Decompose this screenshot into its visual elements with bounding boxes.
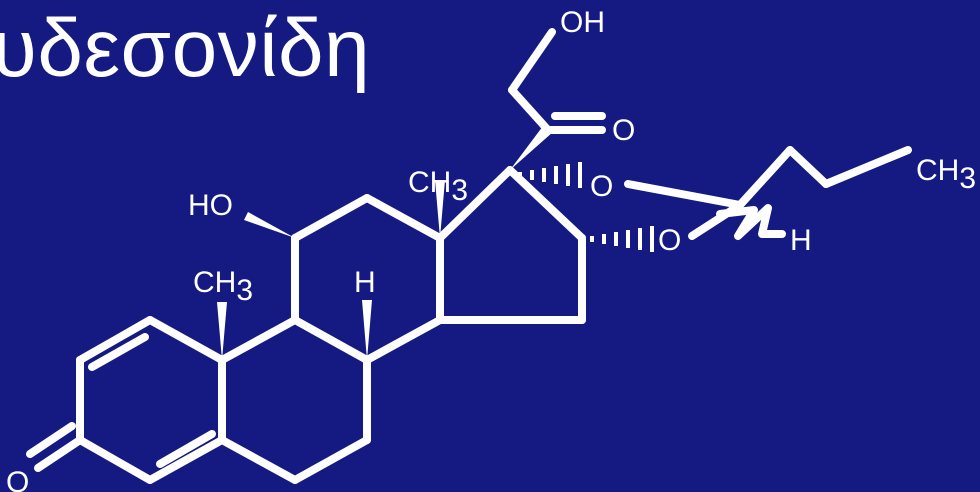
wedge-c11-oh: [244, 212, 295, 238]
bond-c1-c2-double: [88, 333, 149, 371]
bond-chain-3: [822, 146, 912, 188]
bond-c12-c13: [363, 194, 444, 242]
bond-c3-o-double: [26, 422, 76, 458]
bond-c10-c1: [146, 316, 226, 364]
bond-chain-2: [786, 146, 830, 188]
bond-c13-c17: [436, 166, 514, 242]
label-ch3-chain: CH3: [916, 154, 976, 195]
label-h-acetal: H: [790, 224, 812, 257]
wedge-c10-ch3: [217, 302, 227, 360]
wedge-c17-c20: [510, 126, 553, 170]
label-o-c3: O: [6, 466, 29, 492]
label-ch3-c18: CH3: [408, 166, 468, 207]
bond-o17-cacetal: [624, 180, 744, 209]
bond-c21-oh: [508, 28, 556, 94]
wedge-c13-ch3: [435, 180, 445, 238]
bond-chain-1: [736, 146, 794, 209]
label-oh-top: OH: [560, 6, 605, 39]
bond-c3-o: [34, 436, 84, 472]
hash-c16-o: [590, 226, 654, 252]
bond-c17-c16: [506, 166, 586, 242]
wavy-bond-acetal-h: [716, 204, 786, 240]
bond-c9-c10: [218, 316, 299, 364]
bond-c4-c5: [146, 436, 226, 484]
label-ch3-c19: CH3: [193, 266, 253, 307]
bond-c14-c8: [363, 316, 444, 364]
label-ketone-o: O: [612, 114, 635, 147]
bond-c11-c12: [291, 194, 371, 242]
label-o-16: O: [658, 224, 681, 257]
slide-title: υδεσονίδη: [0, 3, 371, 94]
bond-c20-c21: [508, 86, 552, 134]
label-ho-c11: HO: [188, 189, 233, 222]
bond-c6-c7: [291, 436, 371, 484]
bond-c5-c6: [218, 436, 299, 484]
bond-c3-c4: [76, 436, 154, 484]
hash-c17-o: [518, 162, 582, 188]
bond-c1-c2: [76, 316, 154, 364]
label-h-c8: H: [354, 266, 376, 299]
bond-c8-c9: [291, 316, 371, 364]
bond-c4-c5-double: [156, 430, 216, 468]
label-o-17: O: [590, 170, 613, 203]
wedge-c8-h: [362, 300, 372, 360]
